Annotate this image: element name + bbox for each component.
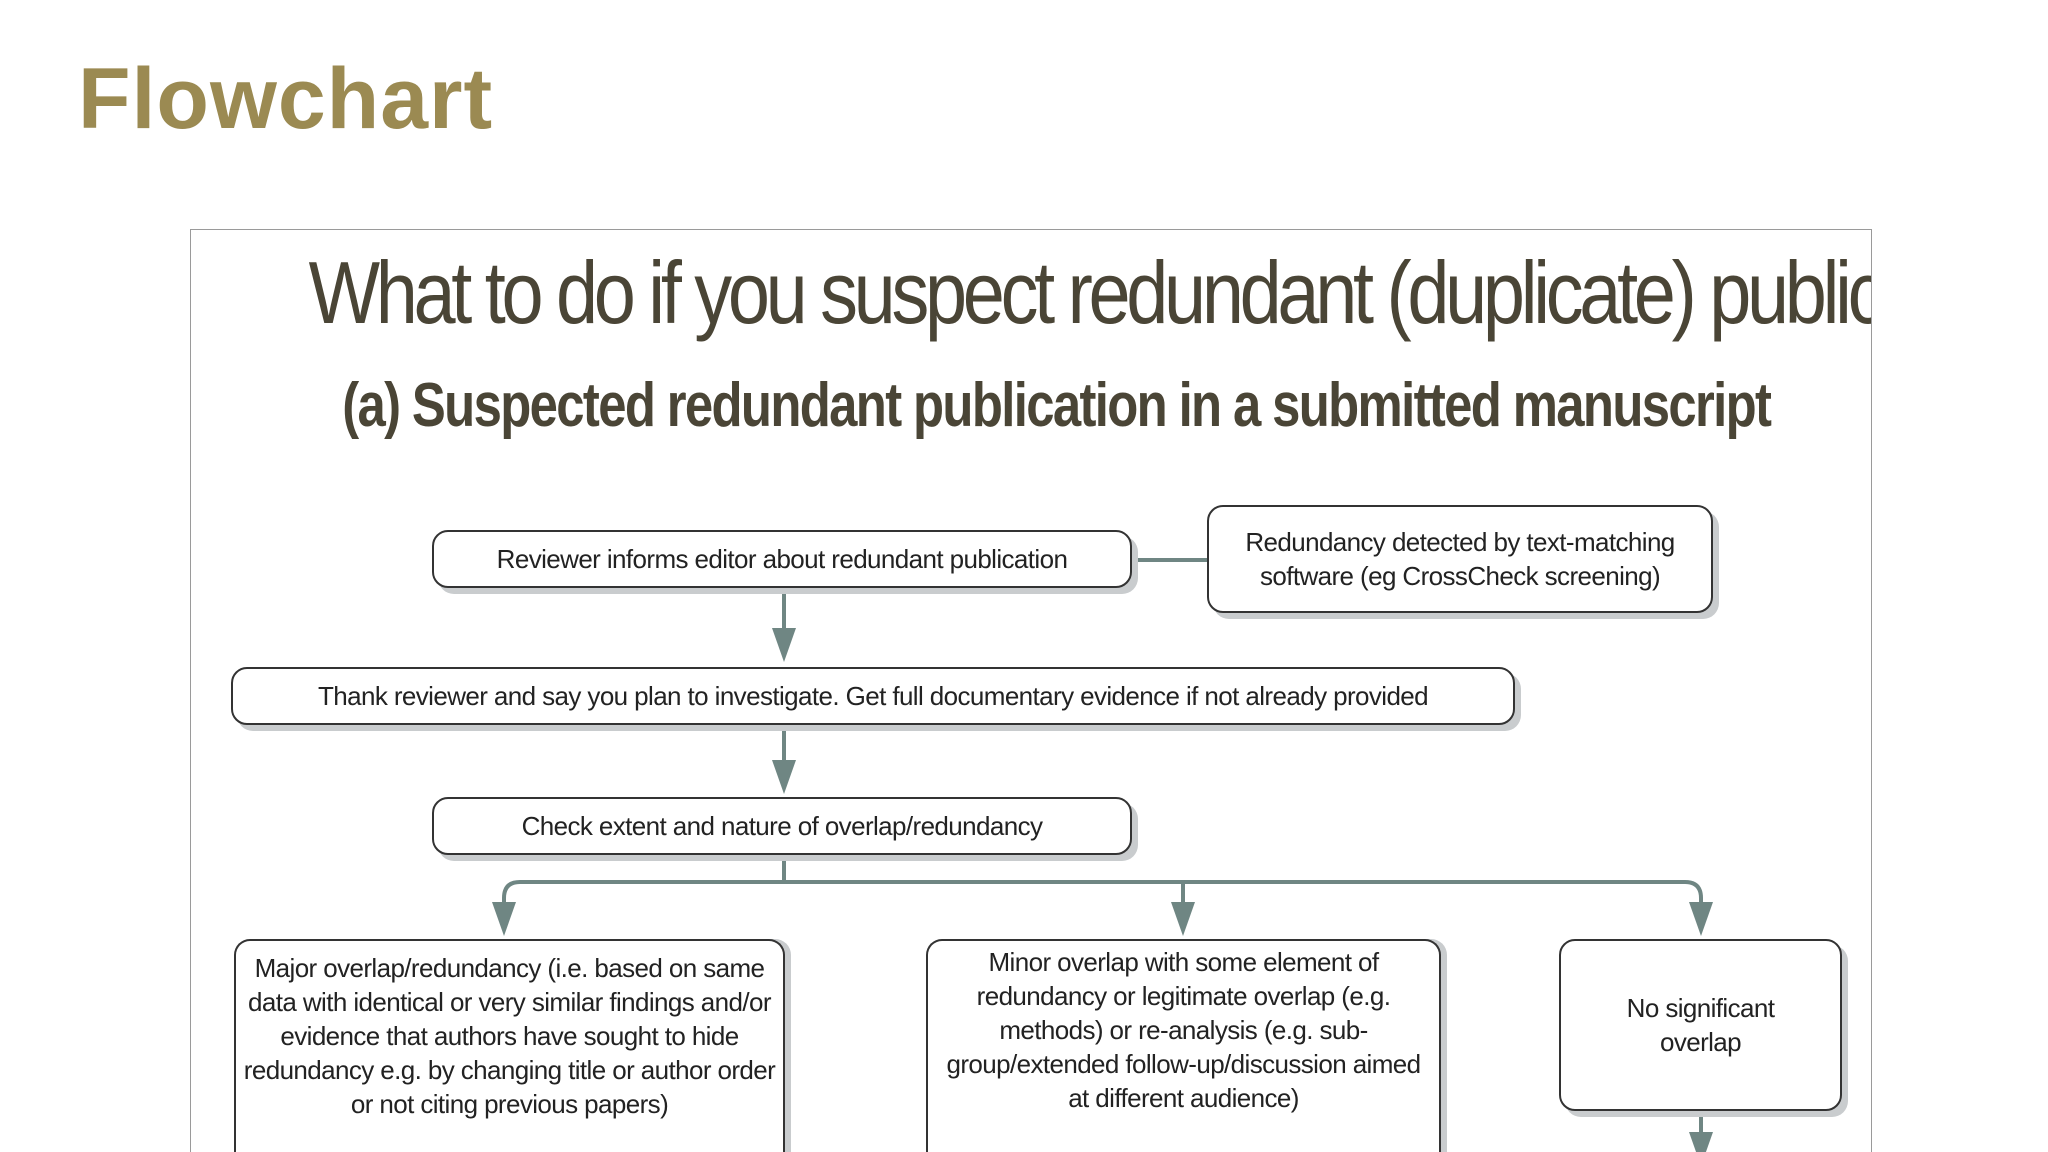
node-minor-overlap-text: Minor overlap with some element of redun… (946, 947, 1421, 1113)
arrow-to-thank (772, 628, 796, 662)
node-check-extent: Check extent and nature of overlap/redun… (432, 797, 1132, 855)
node-software-detection: Redundancy detected by text-matching sof… (1207, 505, 1713, 613)
figure-title: What to do if you suspect redundant (dup… (308, 243, 1872, 342)
connector-branch-bar (502, 880, 1703, 916)
arrow-to-check (772, 760, 796, 794)
node-no-overlap-text: No significant overlap (1626, 993, 1775, 1057)
node-major-overlap-text: Major overlap/redundancy (i.e. based on … (243, 953, 776, 1119)
arrow-down-none (1689, 1132, 1713, 1152)
slide-title: Flowchart (78, 51, 494, 147)
node-thank-reviewer-text: Thank reviewer and say you plan to inves… (317, 681, 1429, 711)
node-reviewer-informs-text: Reviewer informs editor about redundant … (496, 544, 1068, 574)
connector-lines (492, 558, 1713, 1152)
node-software-detection-text: Redundancy detected by text-matching sof… (1245, 527, 1675, 591)
arrow-to-minor (1171, 902, 1195, 936)
node-reviewer-informs: Reviewer informs editor about redundant … (432, 530, 1132, 588)
node-minor-overlap: Minor overlap with some element of redun… (926, 939, 1441, 1152)
node-thank-reviewer: Thank reviewer and say you plan to inves… (231, 667, 1515, 725)
node-no-overlap: No significant overlap (1559, 939, 1842, 1111)
figure-subtitle: (a) Suspected redundant publication in a… (342, 371, 1772, 440)
node-check-extent-text: Check extent and nature of overlap/redun… (521, 811, 1043, 841)
flowchart-figure: What to do if you suspect redundant (dup… (190, 229, 1872, 1152)
arrow-to-major (492, 902, 516, 936)
arrow-to-none (1689, 902, 1713, 936)
node-major-overlap: Major overlap/redundancy (i.e. based on … (234, 939, 785, 1152)
